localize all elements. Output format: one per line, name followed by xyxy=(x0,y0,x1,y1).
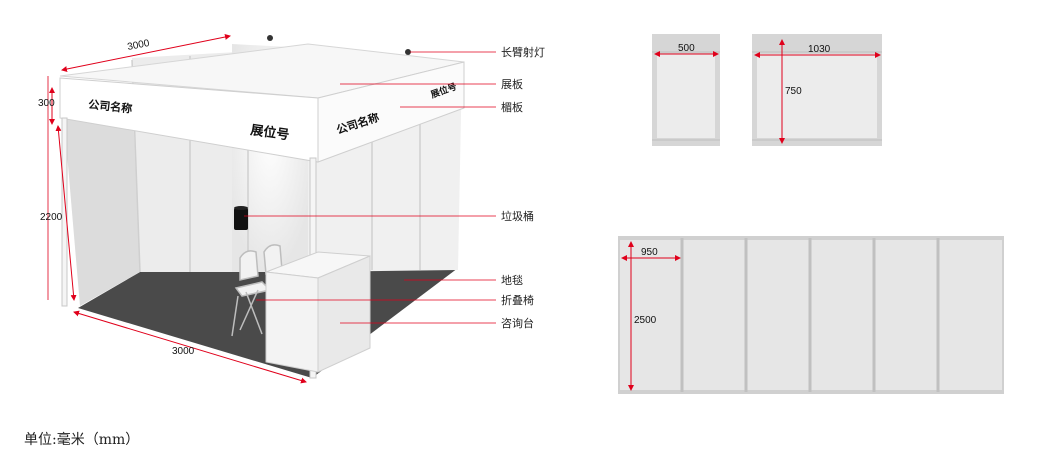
label-spotlight: 长臂射灯 xyxy=(501,45,545,59)
callout-leaders xyxy=(244,51,496,324)
unit-note: 单位:毫米（mm） xyxy=(24,432,140,448)
dim-top-width: 3000 xyxy=(126,38,150,53)
label-info-desk: 咨询台 xyxy=(501,316,534,330)
info-desk xyxy=(265,251,371,373)
label-trash-bin: 垃圾桶 xyxy=(501,209,534,223)
spotlight-icon xyxy=(267,35,273,41)
dim-panel-medium-width: 1030 xyxy=(808,44,831,55)
label-fascia: 楣板 xyxy=(501,100,523,114)
spotlight-icon xyxy=(405,49,411,55)
panel-medium xyxy=(752,34,882,146)
label-panel: 展板 xyxy=(501,77,523,91)
left-wall xyxy=(64,90,140,306)
fascia-company-name: 公司名称 xyxy=(88,97,133,116)
dim-panel-wall-height: 2500 xyxy=(634,315,657,326)
panel-small xyxy=(652,34,720,146)
side-fascia xyxy=(317,61,465,163)
fascia-booth-number: 展位号 xyxy=(249,122,290,143)
label-folding-chair: 折叠椅 xyxy=(501,293,534,307)
booth-dimensions xyxy=(47,34,307,384)
dim-floor-width: 3000 xyxy=(172,346,195,357)
dim-panel-medium-height: 750 xyxy=(785,86,802,97)
label-carpet: 地毯 xyxy=(501,273,523,287)
panel-wall xyxy=(618,236,1004,394)
dim-wall-height: 2200 xyxy=(40,212,63,223)
dim-fascia-height: 300 xyxy=(38,98,55,109)
dim-panel-small-width: 500 xyxy=(678,43,695,54)
trash-bin-icon xyxy=(234,206,248,230)
dim-panel-wall-segment: 950 xyxy=(641,247,658,258)
